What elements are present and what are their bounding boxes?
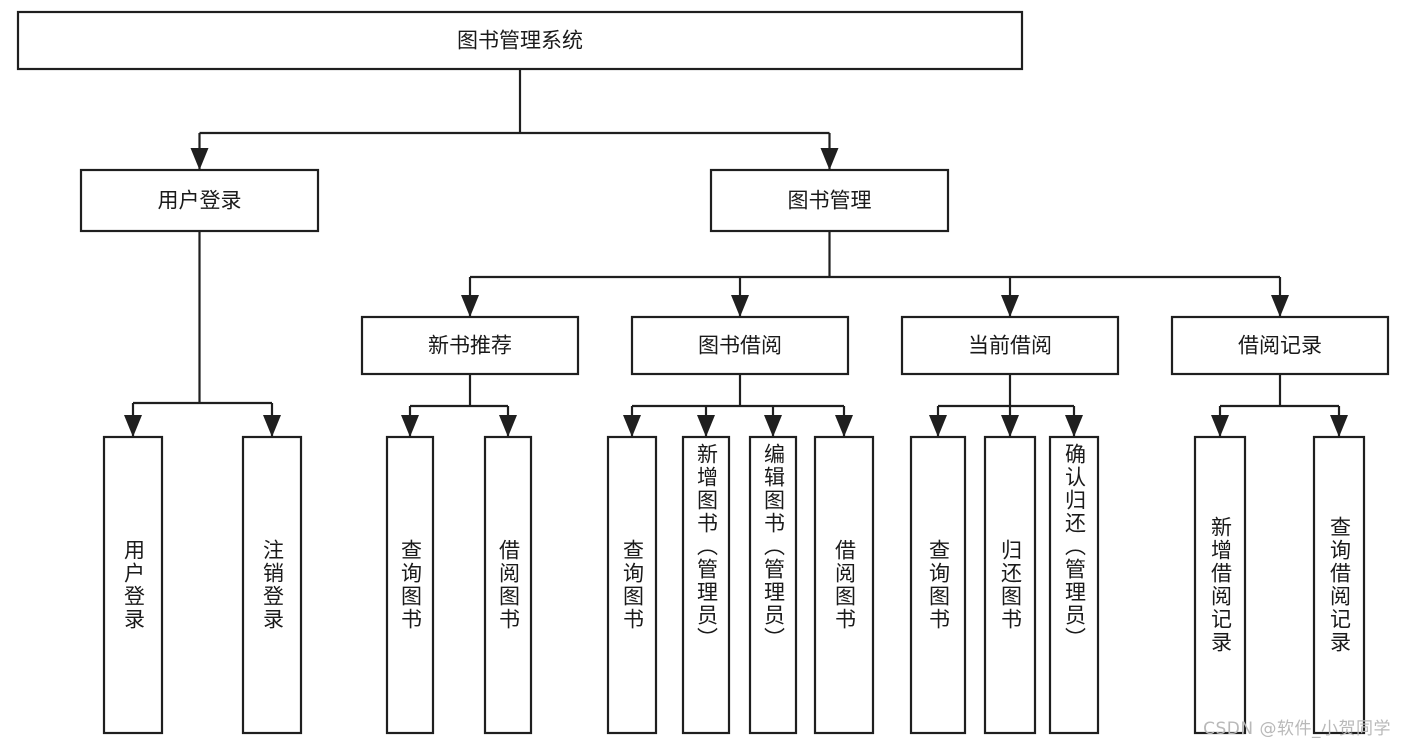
node-box-leaf-edit-book[interactable] [748,435,798,735]
arrow-head-icon [1001,415,1019,437]
node-box-book-borrow[interactable] [630,315,850,376]
node-box-leaf-query-record[interactable] [1312,435,1366,735]
arrow-head-icon [124,415,142,437]
node-box-leaf-borrow-book-2[interactable] [813,435,875,735]
node-box-book-management[interactable] [709,168,950,233]
node-box-leaf-query-book-3[interactable] [909,435,967,735]
node-box-current-borrow[interactable] [900,315,1120,376]
node-box-leaf-confirm-return[interactable] [1048,435,1100,735]
watermark: CSDN @软件_小贺同学 [1203,719,1391,739]
arrow-head-icon [623,415,641,437]
arrow-head-icon [820,148,839,170]
node-box-leaf-query-book-2[interactable] [606,435,658,735]
arrow-head-icon [929,415,947,437]
arrow-head-icon [835,415,853,437]
arrow-head-icon [1211,415,1229,437]
node-box-new-book-recommend[interactable] [360,315,580,376]
node-label-borrow-records: 借阅记录 [1238,334,1322,358]
arrow-head-icon [1271,295,1289,317]
node-label-root: 图书管理系统 [457,29,583,53]
connector-layer [124,69,1348,437]
node-label-new-book-recommend: 新书推荐 [428,334,512,358]
arrow-head-icon [1065,415,1083,437]
node-box-leaf-borrow-book-1[interactable] [483,435,533,735]
node-label-book-borrow: 图书借阅 [698,334,782,358]
node-box-borrow-records[interactable] [1170,315,1390,376]
node-box-leaf-add-record[interactable] [1193,435,1247,735]
node-box-user-login[interactable] [79,168,320,233]
node-box-leaf-query-book-1[interactable] [385,435,435,735]
arrow-head-icon [263,415,281,437]
arrow-head-icon [499,415,517,437]
arrow-head-icon [1330,415,1348,437]
node-box-leaf-logout[interactable] [241,435,303,735]
node-box-leaf-return-book[interactable] [983,435,1037,735]
arrow-head-icon [697,415,715,437]
node-box-leaf-add-book[interactable] [681,435,731,735]
node-box-leaf-user-login[interactable] [102,435,164,735]
arrow-head-icon [1001,295,1019,317]
arrow-head-icon [461,295,479,317]
arrow-head-icon [190,148,209,170]
node-label-book-management: 图书管理 [788,189,872,213]
arrow-head-icon [731,295,749,317]
node-label-user-login: 用户登录 [158,189,242,213]
node-box-layer [16,10,1390,735]
arrow-head-icon [401,415,419,437]
node-box-root[interactable] [16,10,1024,71]
arrow-head-icon [764,415,782,437]
node-label-current-borrow: 当前借阅 [968,334,1052,358]
